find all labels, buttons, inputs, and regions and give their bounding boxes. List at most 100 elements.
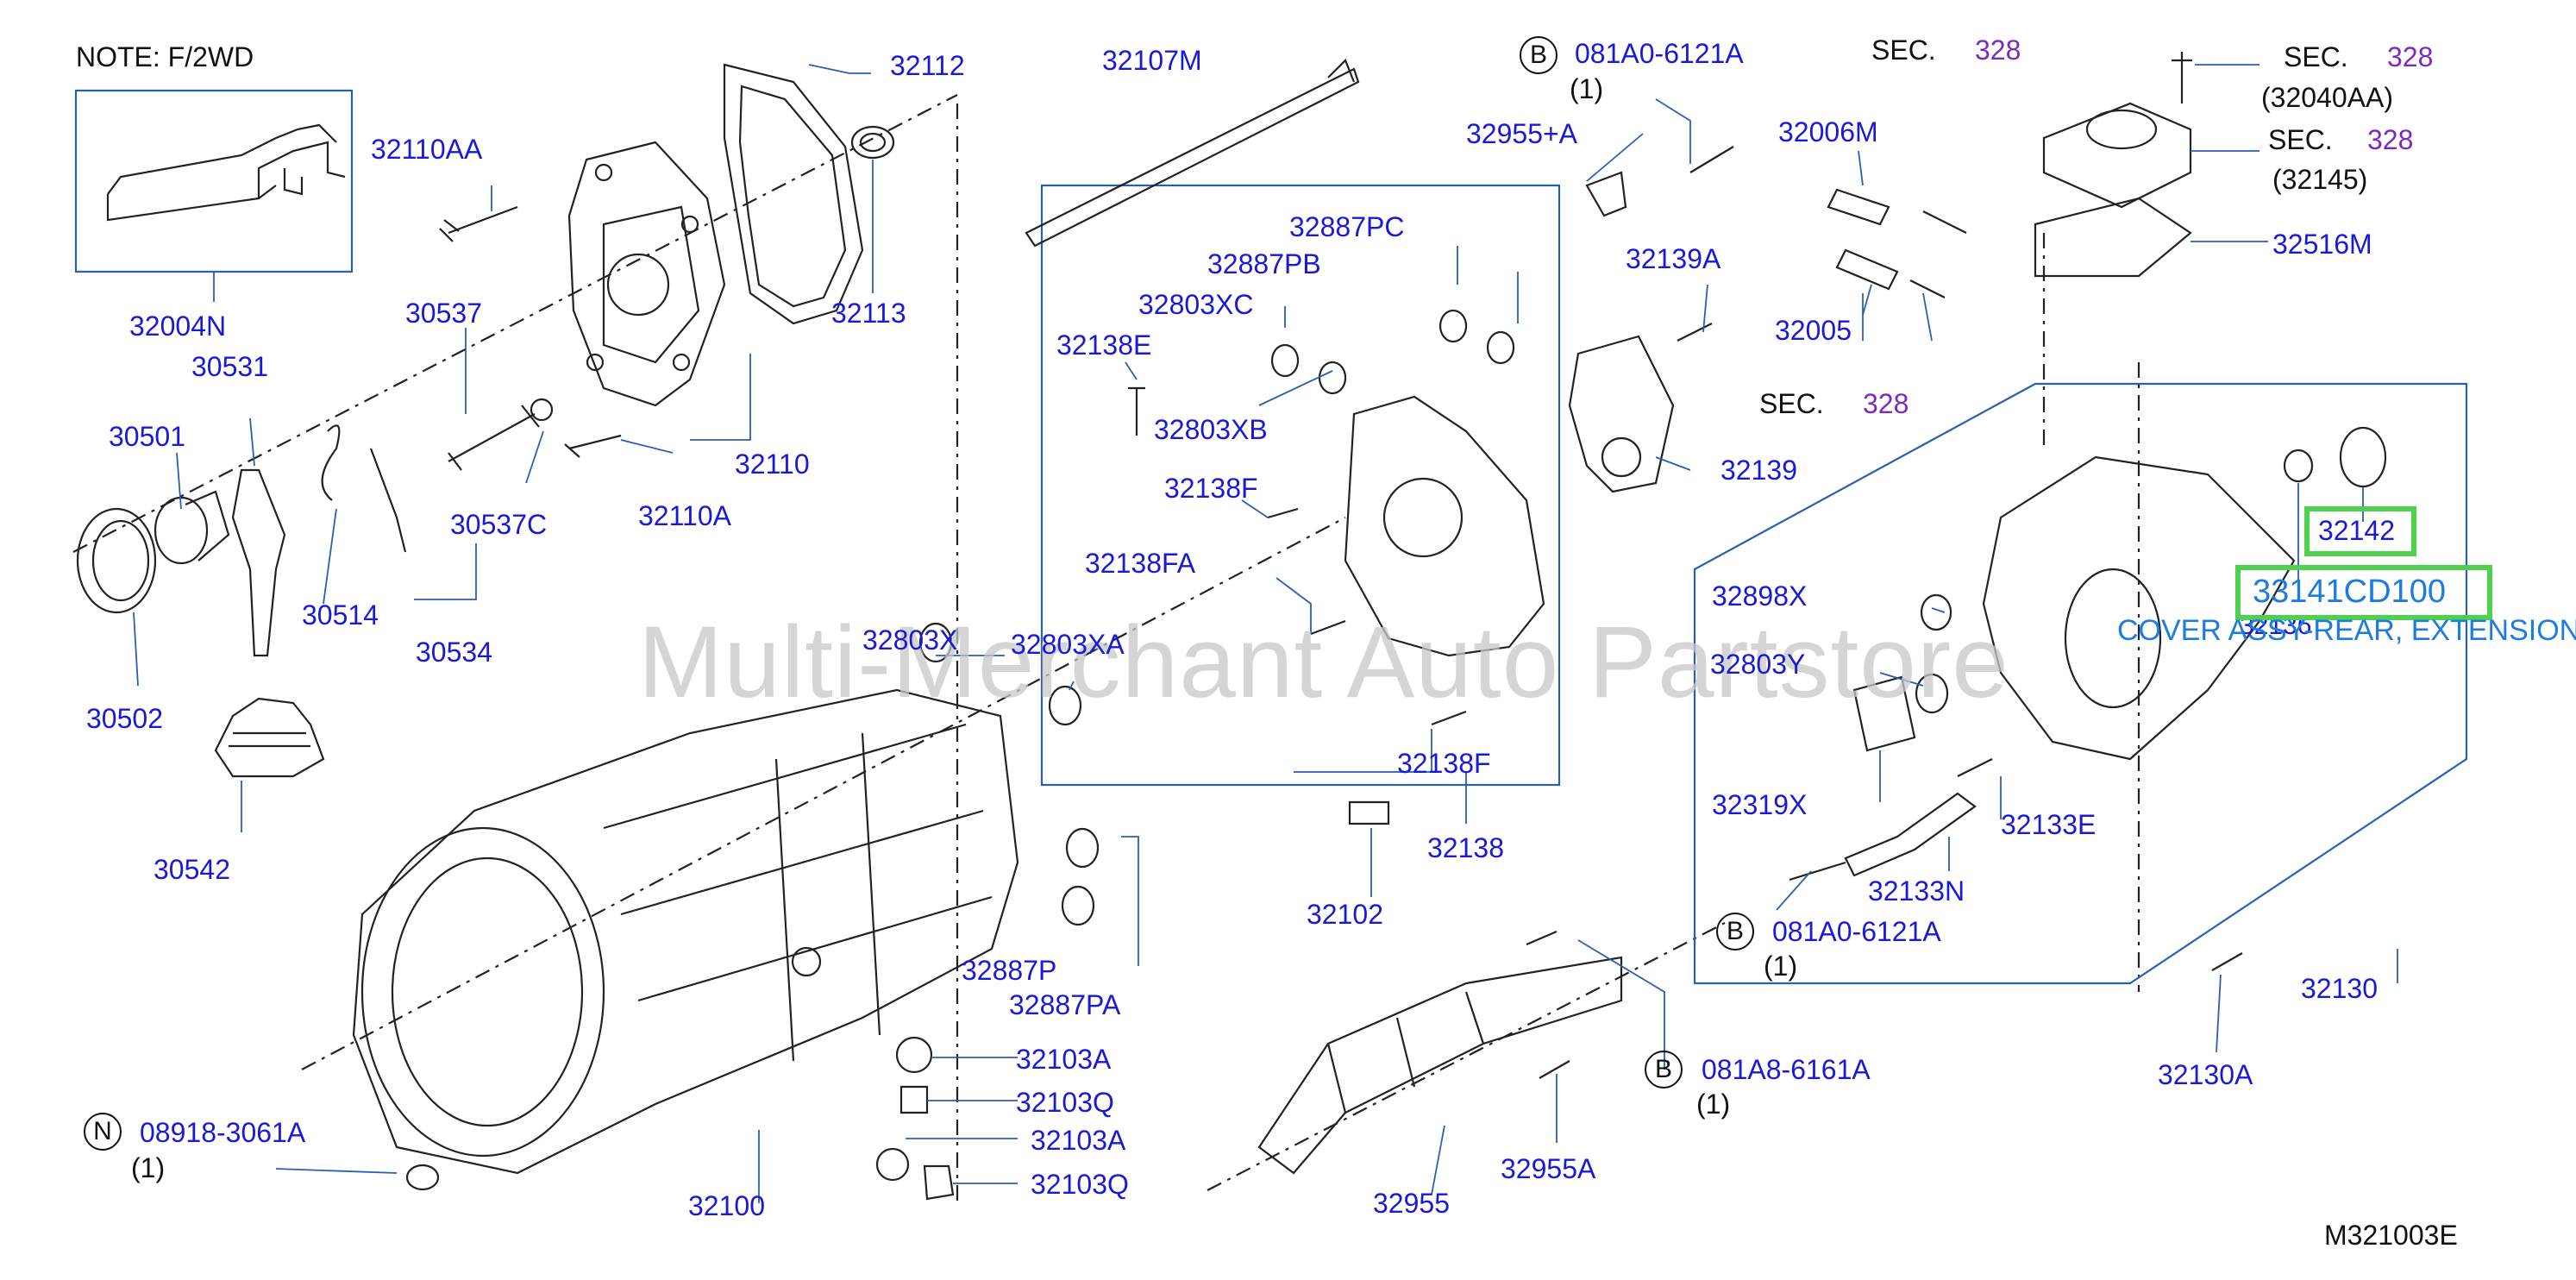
part-33141CD100[interactable]: 33141CD100 — [2253, 574, 2446, 610]
part-32516M[interactable]: 32516M — [2272, 229, 2372, 260]
part-32133E[interactable]: 32133E — [2001, 809, 2097, 840]
dashed-axis-1 — [72, 94, 958, 553]
oring-32103A-b — [875, 1147, 910, 1182]
part-32803X[interactable]: 32803X — [862, 624, 958, 656]
bushing-32887PA — [1065, 827, 1100, 869]
part-30537[interactable]: 30537 — [405, 298, 482, 329]
bushing-32887P — [1061, 885, 1095, 926]
switch-32005 — [1835, 248, 1899, 291]
part-32138FA[interactable]: 32138FA — [1085, 548, 1196, 579]
sec-ref-1-label: SEC. — [1871, 35, 1936, 66]
part-32142[interactable]: 32142 — [2318, 515, 2395, 546]
part-081A8-6161A[interactable]: 081A8-6161A — [1702, 1054, 1871, 1085]
part-32133N[interactable]: 32133N — [1868, 875, 1965, 907]
nut-33141 — [2283, 449, 2314, 483]
sec-ref-1-number[interactable]: 328 — [1975, 35, 2021, 66]
part-081A0-6121A-bottom[interactable]: 081A0-6121A — [1772, 916, 1941, 947]
part-30534[interactable]: 30534 — [416, 637, 492, 668]
part-32887PA[interactable]: 32887PA — [1009, 989, 1121, 1020]
part-32103Q-a[interactable]: 32103Q — [1016, 1087, 1114, 1118]
part-32103A-b[interactable]: 32103A — [1031, 1125, 1126, 1156]
gasket-32139 — [1568, 335, 1675, 493]
bolt-32955A — [1539, 1060, 1570, 1079]
lever-32133E — [1957, 758, 1993, 777]
part-30501[interactable]: 30501 — [109, 421, 185, 452]
part-32803XC[interactable]: 32803XC — [1138, 289, 1254, 320]
part-32955[interactable]: 32955 — [1373, 1188, 1450, 1219]
part-32130[interactable]: 32130 — [2301, 973, 2378, 1004]
extension-frame-32130 — [1693, 382, 2468, 985]
bolt-32139A — [1677, 323, 1713, 342]
note-text: NOTE: F/2WD — [76, 41, 254, 72]
bushing-32803XB — [1318, 361, 1347, 395]
part-32319X[interactable]: 32319X — [1712, 789, 1808, 820]
sec-ref-3-number[interactable]: 328 — [2387, 41, 2434, 72]
part-30502[interactable]: 30502 — [86, 703, 163, 734]
guide-32107M — [1025, 59, 1360, 248]
part-081A0-6121A-top[interactable]: 081A0-6121A — [1575, 38, 1744, 69]
part-32803XB[interactable]: 32803XB — [1154, 414, 1268, 445]
part-32102[interactable]: 32102 — [1307, 899, 1383, 930]
part-30537C[interactable]: 30537C — [450, 509, 548, 540]
part-30531[interactable]: 30531 — [191, 351, 268, 382]
control-housing — [2042, 102, 2192, 209]
part-32139A[interactable]: 32139A — [1626, 243, 1721, 274]
part-08918-3061A[interactable]: 08918-3061A — [140, 1117, 306, 1148]
lever-32133N — [1844, 792, 1977, 877]
plug-32103Q-b — [923, 1164, 955, 1201]
dashed-axis-2 — [301, 517, 1346, 1070]
part-32138E[interactable]: 32138E — [1056, 329, 1152, 361]
ref-32040AA: (32040AA) — [2261, 82, 2393, 113]
pin-30537 — [448, 405, 540, 471]
transmission-case-32100 — [352, 688, 1019, 1175]
part-32887PC[interactable]: 32887PC — [1289, 211, 1405, 242]
part-32103A-a[interactable]: 32103A — [1016, 1044, 1112, 1075]
sec-ref-2-label: SEC. — [1759, 388, 1824, 419]
bolt-081A8 — [1526, 930, 1558, 946]
part-32110AA[interactable]: 32110AA — [371, 134, 483, 165]
part-32005[interactable]: 32005 — [1775, 315, 1852, 346]
washer-08918 — [405, 1164, 440, 1191]
part-32110A[interactable]: 32110A — [638, 500, 731, 531]
part-32107M[interactable]: 32107M — [1102, 45, 1202, 76]
part-32113[interactable]: 32113 — [831, 298, 906, 329]
part-32110[interactable]: 32110 — [735, 449, 810, 480]
part-32898X[interactable]: 32898X — [1712, 580, 1808, 612]
part-32138F-a[interactable]: 32138F — [1164, 473, 1258, 504]
seal-32142 — [2339, 426, 2387, 488]
callout-b-circle-bottom: B — [1645, 1051, 1683, 1089]
part-32100[interactable]: 32100 — [688, 1190, 765, 1221]
gasket-32112 — [723, 63, 864, 325]
part-32103Q-b[interactable]: 32103Q — [1031, 1169, 1129, 1200]
part-32130A[interactable]: 32130A — [2158, 1059, 2253, 1090]
adapter-frame-32138 — [1040, 184, 1561, 787]
part-30542[interactable]: 30542 — [154, 854, 230, 885]
part-32887PB[interactable]: 32887PB — [1207, 248, 1321, 279]
part-32955-plus-A[interactable]: 32955+A — [1466, 118, 1578, 149]
highlight-32142 — [2304, 506, 2416, 556]
washer-30537C — [530, 398, 554, 422]
callout-n-circle: N — [84, 1113, 122, 1151]
spring-30514 — [321, 424, 341, 501]
part-32955A[interactable]: 32955A — [1501, 1153, 1596, 1184]
sec-ref-2-number[interactable]: 328 — [1863, 388, 1909, 419]
part-32139[interactable]: 32139 — [1720, 455, 1797, 486]
part-30514[interactable]: 30514 — [302, 599, 379, 631]
bracket-32955A-plus — [1585, 171, 1627, 217]
callout-b-circle-top: B — [1520, 36, 1558, 74]
part-32138[interactable]: 32138 — [1427, 832, 1504, 863]
dashed-axis-4 — [1207, 922, 1726, 1191]
gasket-32516M — [2034, 197, 2192, 278]
part-32803Y[interactable]: 32803Y — [1710, 649, 1806, 680]
part-32112[interactable]: 32112 — [890, 50, 965, 81]
part-32004N[interactable]: 32004N — [129, 311, 227, 342]
part-32803XA[interactable]: 32803XA — [1011, 629, 1125, 660]
bushing-32803XA — [1048, 685, 1082, 726]
part-32887P[interactable]: 32887P — [962, 955, 1057, 986]
sec-ref-4-number[interactable]: 328 — [2367, 124, 2414, 155]
part-32138F-b[interactable]: 32138F — [1397, 748, 1491, 779]
boot-30542 — [214, 697, 325, 778]
part-32006M[interactable]: 32006M — [1778, 116, 1878, 147]
bolt-32040AA — [2172, 52, 2192, 104]
